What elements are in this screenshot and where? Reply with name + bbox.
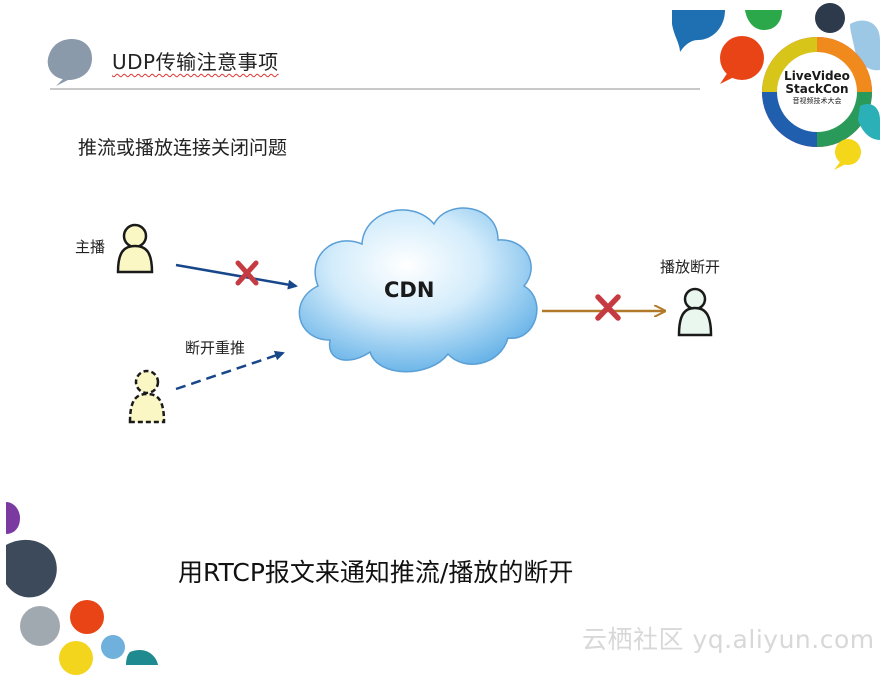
player-disconnect-cross-icon (598, 297, 618, 318)
host-person-icon (118, 225, 152, 272)
slide-subtitle: 推流或播放连接关闭问题 (78, 133, 287, 160)
watermark: 云栖社区 yq.aliyun.com (582, 620, 875, 656)
reconnect-dashed-arrow (176, 353, 283, 389)
logo-line-2: StackCon (777, 83, 857, 96)
player-person-icon (679, 289, 711, 335)
decorative-bubbles-bottom-left (6, 502, 158, 675)
reconnect-person-icon (130, 371, 164, 422)
cdn-label: CDN (384, 278, 434, 302)
title-bubble-icon (48, 39, 92, 86)
player-label: 播放断开 (660, 256, 720, 277)
host-label: 主播 (75, 236, 105, 257)
reconnect-label: 断开重推 (185, 337, 245, 358)
logo-line-3: 音视频技术大会 (777, 96, 857, 106)
host-disconnect-cross-icon (238, 263, 256, 283)
conference-logo: LiveVideo StackCon 音视频技术大会 (777, 70, 857, 106)
footer-statement: 用RTCP报文来通知推流/播放的断开 (178, 553, 573, 589)
page-title: UDP传输注意事项 (112, 46, 279, 75)
